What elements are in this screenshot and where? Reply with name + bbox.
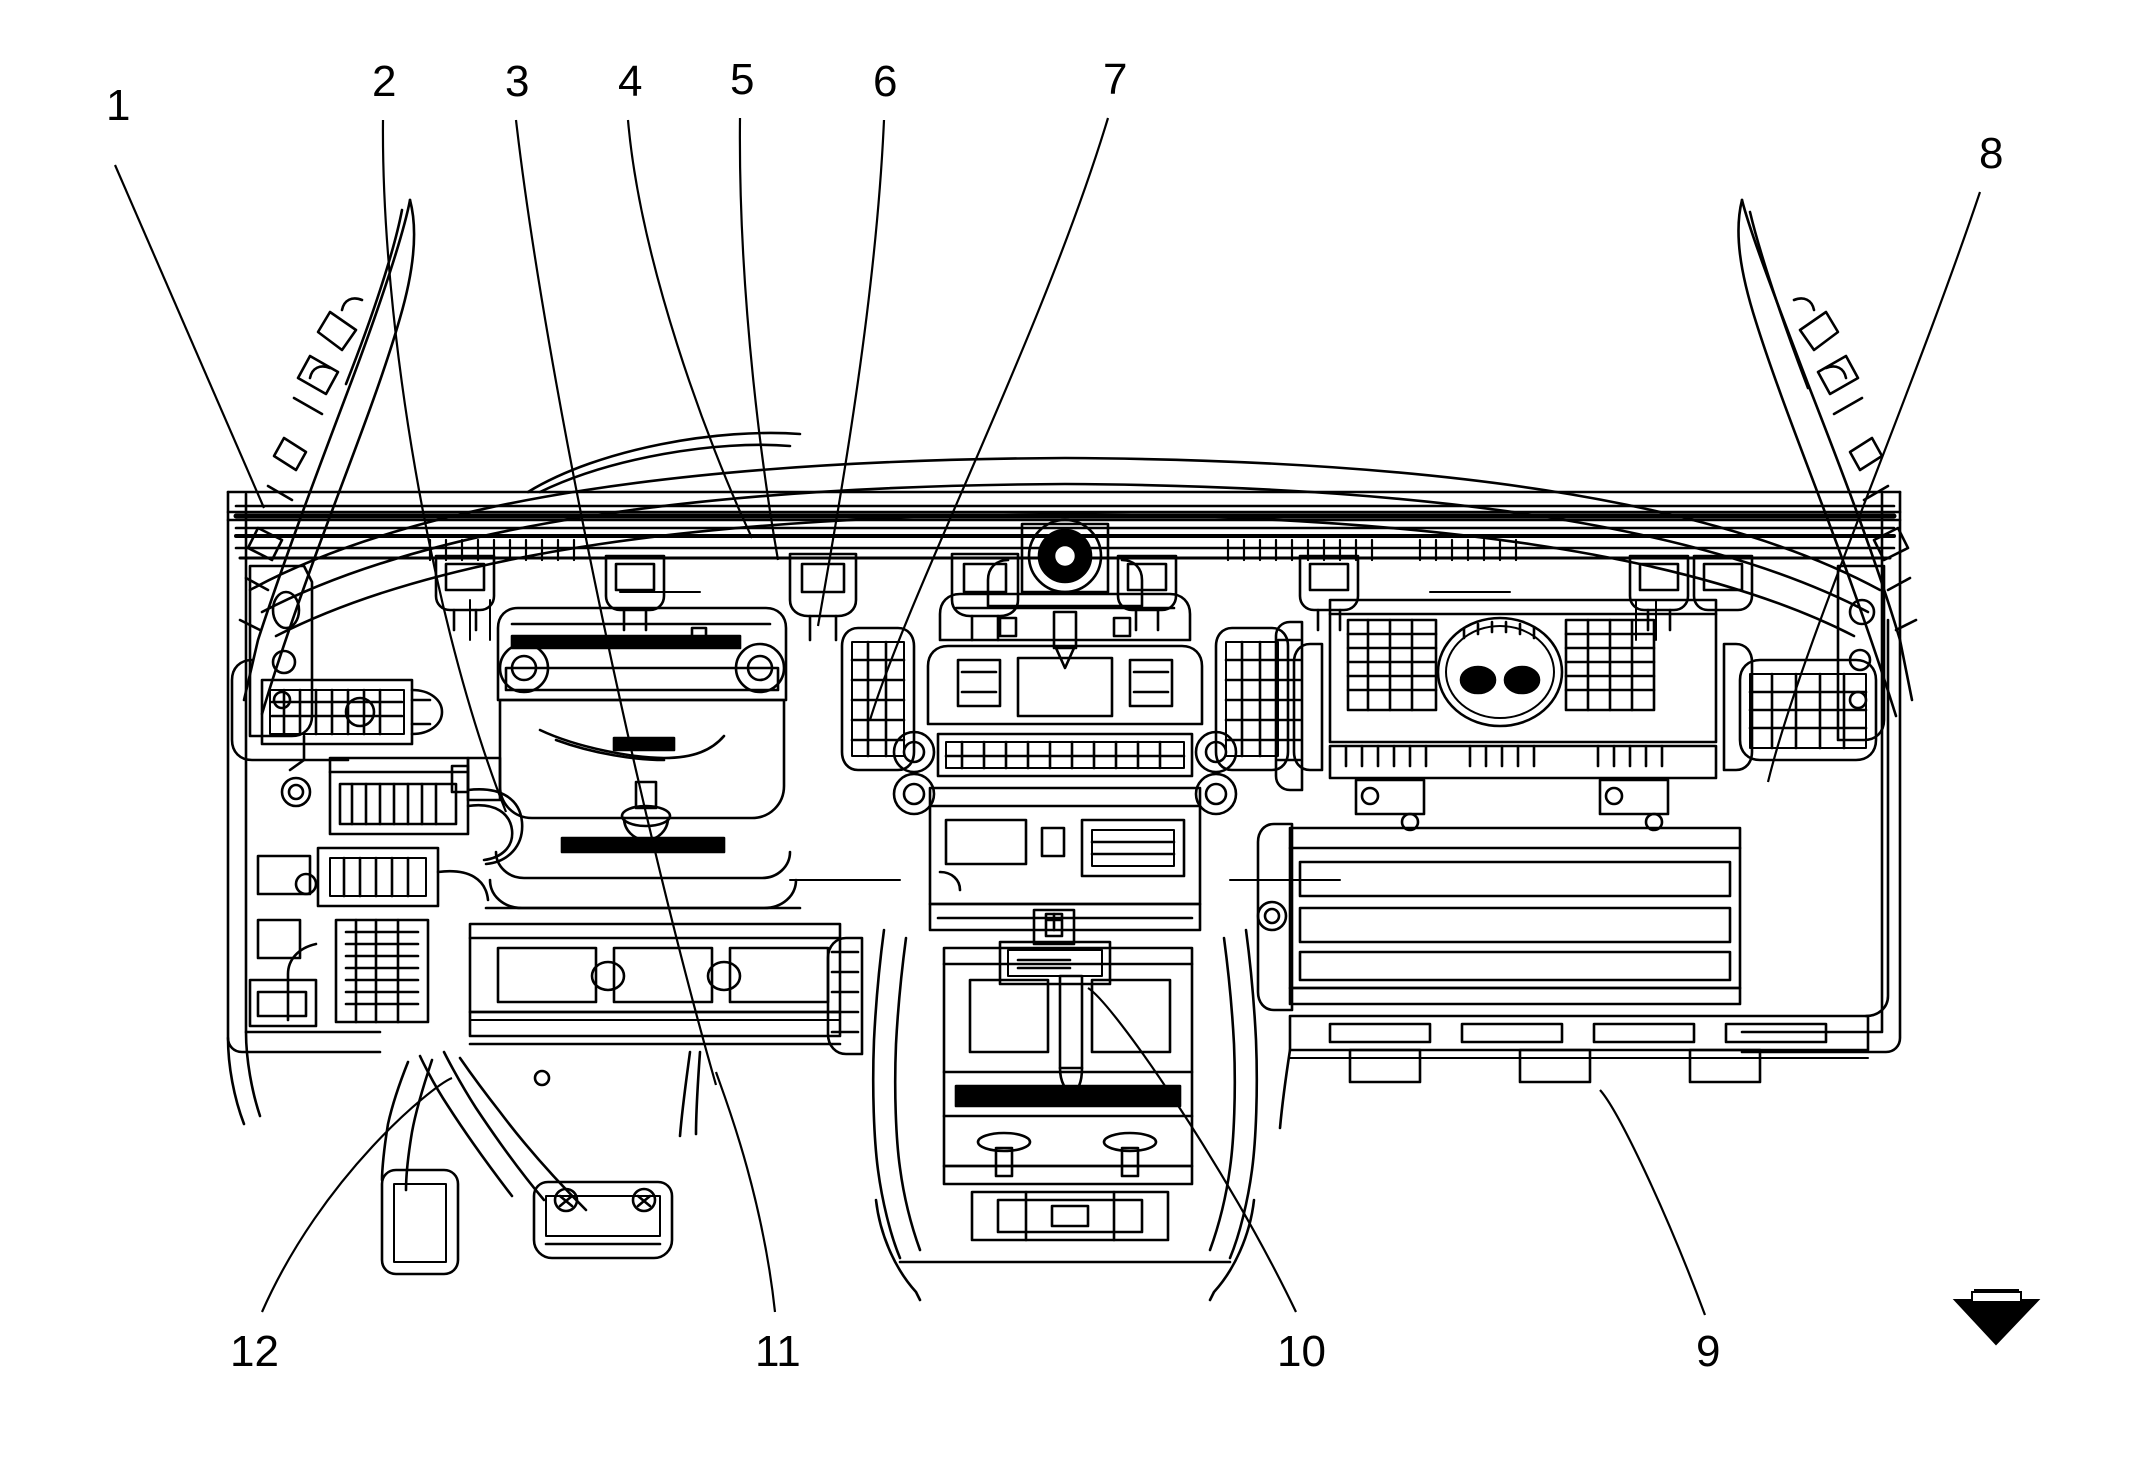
driver-side-lower-structure [226, 936, 864, 1212]
callout-label-1: 1 [106, 81, 131, 130]
left-outboard-register [230, 658, 350, 762]
callout-leader-lines [113, 117, 1982, 1316]
right-a-pillar-trim [1737, 198, 1918, 718]
callout-label-11: 11 [755, 1327, 801, 1376]
center-stack-lower-tray [928, 786, 1202, 986]
callout-label-2: 2 [372, 57, 397, 106]
callout-label-8: 8 [1979, 129, 2004, 178]
pedal-assembly [380, 1050, 674, 1276]
passenger-airbag-module [1328, 598, 1718, 832]
callout-label-5: 5 [730, 55, 755, 104]
right-lower-ip-structure [1278, 564, 1890, 1130]
steering-column-cluster-housing [450, 606, 802, 910]
callout-label-3: 3 [505, 57, 530, 106]
down-arrow-direction-marker [1952, 1289, 2041, 1346]
callout-label-6: 6 [873, 57, 898, 106]
glove-box-door [1256, 822, 1742, 1012]
callout-label-10: 10 [1277, 1327, 1326, 1376]
left-junction-block-assembly [248, 564, 524, 1028]
callout-label-7: 7 [1103, 55, 1128, 104]
left-a-pillar-trim [238, 198, 416, 716]
center-stack-upper [892, 518, 1238, 816]
callout-label-12: 12 [230, 1327, 279, 1376]
center-air-outlets [840, 626, 1290, 772]
beam-mount-brackets [434, 552, 1754, 642]
structural-detail-ribs [469, 591, 1869, 1059]
floor-console-structure [871, 928, 1259, 1302]
callout-label-4: 4 [618, 57, 643, 106]
right-air-outlet-registers [1292, 642, 1878, 772]
callout-label-9: 9 [1696, 1327, 1721, 1376]
hvac-housing [1274, 620, 1304, 792]
